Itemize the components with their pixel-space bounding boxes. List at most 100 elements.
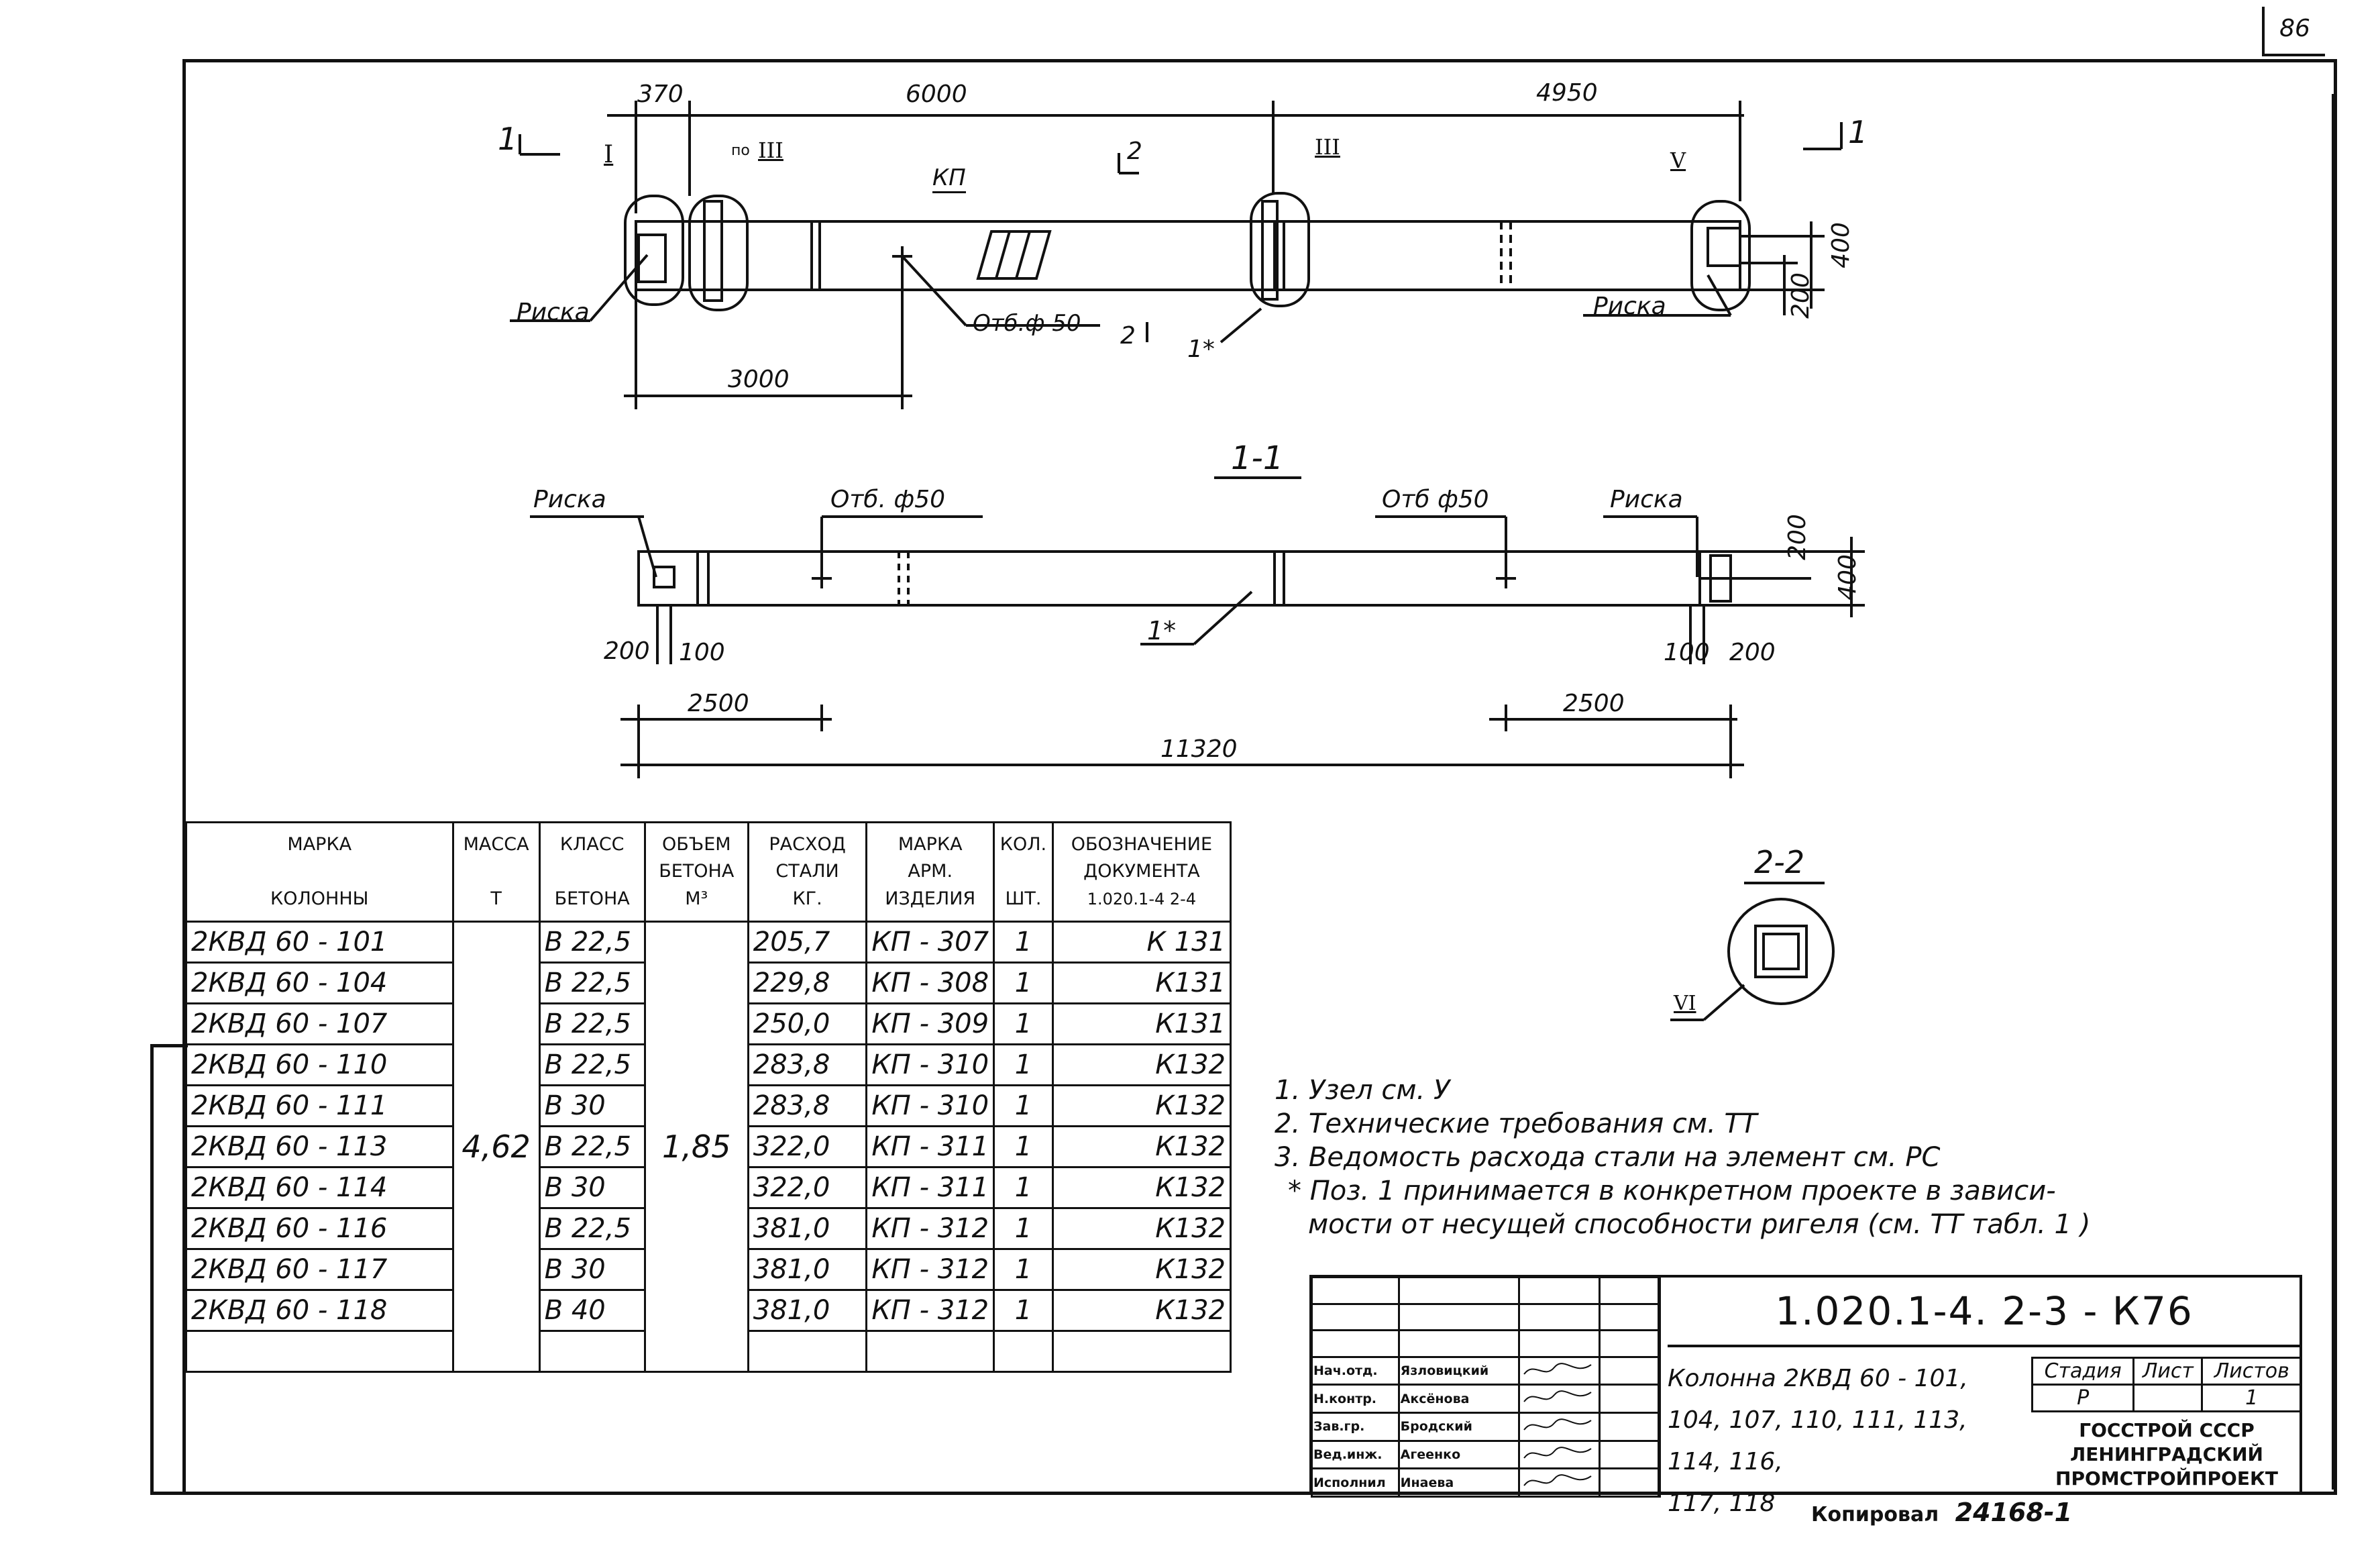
- description-line-2: 104, 107, 110, 111, 113, 114, 116,: [1668, 1406, 1967, 1475]
- cell-steel: 322,0: [747, 1166, 868, 1209]
- signature-name: Язловицкий: [1397, 1355, 1520, 1386]
- col-qty-header: КОЛ.ШТ.: [993, 821, 1054, 923]
- section-2-2-circle: [1727, 898, 1835, 1005]
- signature-mark: [1517, 1384, 1601, 1414]
- cell-mark: 2КВД 60 - 118: [185, 1289, 454, 1332]
- cell-cls: В 22,5: [538, 1207, 646, 1250]
- dim-370: 370: [637, 81, 684, 108]
- stage-grid: Стадия Лист Листов Р 1: [2031, 1357, 2302, 1412]
- cell-arm: КП - 312: [865, 1289, 995, 1332]
- cell-doc: К131: [1051, 962, 1232, 1004]
- cell-arm: КП - 308: [865, 962, 995, 1004]
- cell-mark: 2КВД 60 - 117: [185, 1248, 454, 1291]
- cell-arm: КП - 310: [865, 1084, 995, 1127]
- section-1-1-beam: [637, 550, 1701, 607]
- s11-dim-200-right: 200: [1729, 639, 1776, 666]
- signature-row: Зав.гр.Бродский: [1311, 1412, 1660, 1442]
- signature-mark: [1517, 1412, 1601, 1442]
- stage-value: Р: [2031, 1384, 2135, 1412]
- s11-dim-2500-right: 2500: [1563, 690, 1625, 717]
- sheets-value: 1: [2201, 1384, 2302, 1412]
- cell-arm: КП - 309: [865, 1002, 995, 1045]
- node-I-outline: [624, 195, 684, 306]
- cell-qty: 1: [993, 962, 1054, 1004]
- pos-1-label: 1*: [1187, 335, 1215, 363]
- cell-cls: В 30: [538, 1248, 646, 1291]
- mass-value: 4,62: [451, 921, 541, 1373]
- hole-label: Отб.ф 50: [973, 310, 1081, 337]
- cell-doc: К132: [1051, 1289, 1232, 1332]
- cell-qty: 1: [993, 1289, 1054, 1332]
- cell-arm: КП - 311: [865, 1125, 995, 1168]
- cell-arm: КП - 312: [865, 1207, 995, 1250]
- organization: ГОССТРОЙ СССР ЛЕНИНГРАДСКИЙ ПРОМСТРОЙПРО…: [2055, 1419, 2278, 1490]
- section-2-2-title: 2-2: [1754, 844, 1805, 880]
- cell-mark: 2КВД 60 - 110: [185, 1043, 454, 1086]
- s11-riska-right: Риска: [1610, 486, 1683, 513]
- node-III-outline: [1250, 192, 1310, 307]
- signature-name: Аксёнова: [1397, 1384, 1520, 1414]
- section-1-left-marker: 1: [498, 121, 518, 157]
- dim-6000: 6000: [906, 81, 967, 108]
- cell-cls: В 40: [538, 1289, 646, 1332]
- plan-beam: [635, 220, 1741, 291]
- table-row-empty: [185, 1330, 1232, 1373]
- node-III-label: III: [1315, 134, 1340, 160]
- riska-right-label: Риска: [1593, 293, 1666, 320]
- cell-steel: 283,8: [747, 1043, 868, 1086]
- signature-name: Инаева: [1397, 1467, 1520, 1498]
- signature-mark: [1517, 1439, 1601, 1470]
- node-po-III-outline: [688, 195, 749, 311]
- drawing-frame: [182, 59, 2337, 1495]
- node-po-III-label: III: [758, 138, 783, 163]
- signature-role: Исполнил: [1311, 1467, 1400, 1498]
- cell-mark: 2КВД 60 - 114: [185, 1166, 454, 1209]
- s11-dim-total: 11320: [1160, 735, 1238, 763]
- document-code: 1.020.1-4. 2-3 - К76: [1775, 1288, 2194, 1334]
- cell-cls: В 30: [538, 1084, 646, 1127]
- cell-cls: В 22,5: [538, 1002, 646, 1045]
- signature-row: Н.контр.Аксёнова: [1311, 1384, 1660, 1414]
- signature-role: Нач.отд.: [1311, 1355, 1400, 1386]
- description-block: Колонна 2КВД 60 - 101, 104, 107, 110, 11…: [1668, 1358, 1996, 1524]
- s11-pos-1: 1*: [1147, 616, 1177, 645]
- left-binding-strip: [150, 1044, 188, 1495]
- s11-dim-2500-left: 2500: [688, 690, 749, 717]
- cell-qty: 1: [993, 921, 1054, 964]
- cell-steel: 322,0: [747, 1125, 868, 1168]
- cell-steel: 381,0: [747, 1289, 868, 1332]
- node-V-label: V: [1670, 148, 1686, 173]
- signature-row: Нач.отд.Язловицкий: [1311, 1355, 1660, 1386]
- notes-block: 1. Узел см. У 2. Технические требования …: [1275, 1074, 2090, 1241]
- cell-doc: К132: [1051, 1043, 1232, 1086]
- section-1-1-title: 1-1: [1231, 439, 1284, 477]
- cell-qty: 1: [993, 1207, 1054, 1250]
- cell-qty: 1: [993, 1084, 1054, 1127]
- copied-by: Копировал 24168-1: [1811, 1498, 2072, 1527]
- cell-doc: К132: [1051, 1207, 1232, 1250]
- signature-mark: [1517, 1355, 1601, 1386]
- dim-3000: 3000: [728, 366, 790, 393]
- cell-cls: В 22,5: [538, 1125, 646, 1168]
- cell-mark: 2КВД 60 - 111: [185, 1084, 454, 1127]
- kp-label: КП: [932, 164, 966, 191]
- right-margin-line: [2332, 94, 2335, 1490]
- signature-name: Агеенко: [1397, 1439, 1520, 1470]
- cell-mark: 2КВД 60 - 101: [185, 921, 454, 964]
- node-po-label: по: [731, 142, 750, 159]
- signature-role: Н.контр.: [1311, 1384, 1400, 1414]
